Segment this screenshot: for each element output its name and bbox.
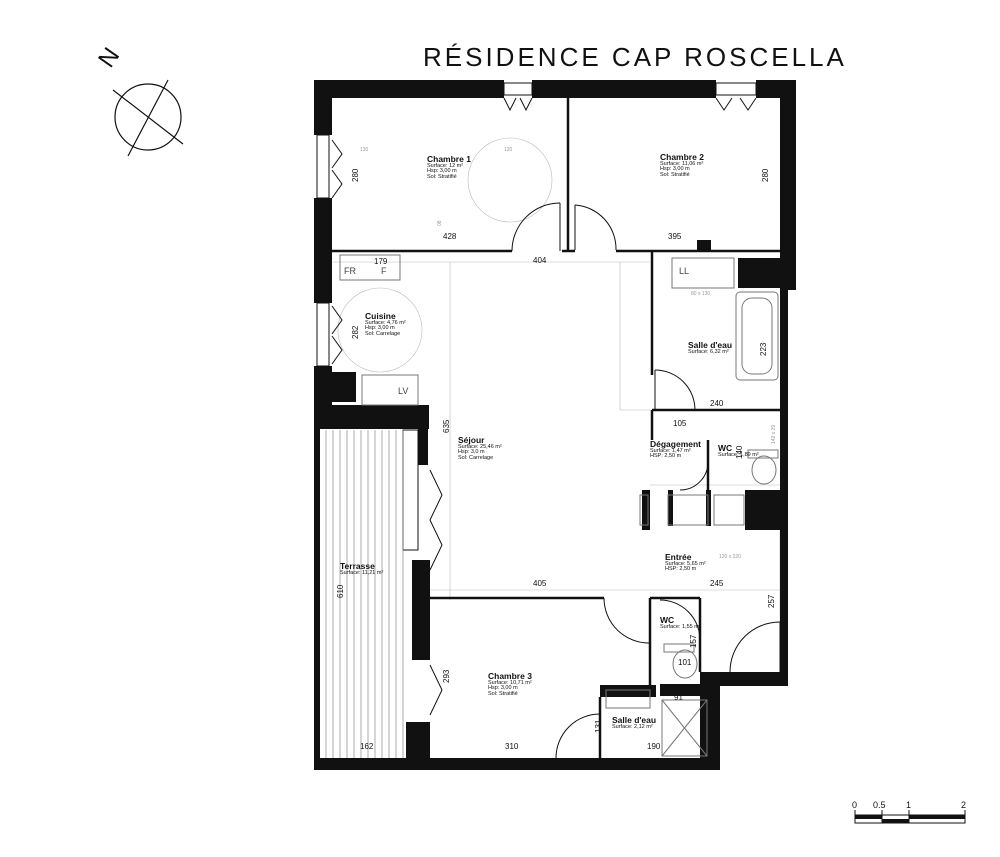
- terrace-decking: [325, 430, 404, 758]
- fixture-size: 142 x 29: [771, 424, 777, 444]
- room-wc1: WC Surface: 1,89 m²: [718, 443, 759, 458]
- room-cuisine: Cuisine Surface: 4,76 m² Hsp: 3,00 m Sol…: [365, 311, 406, 337]
- dimension-label: 404: [533, 256, 547, 265]
- page-title: RÉSIDENCE CAP ROSCELLA: [423, 42, 847, 72]
- electric-panel-label: ELEC: [640, 498, 646, 512]
- dimension-label: 280: [761, 168, 770, 182]
- dimension-label: 310: [505, 742, 519, 751]
- room-wc2: WC Surface: 1,55 m²: [660, 615, 701, 630]
- room-salle-eau: Salle d'eau Surface: 6,32 m²: [688, 340, 733, 355]
- compass-icon: [112, 79, 184, 157]
- dimension-label: 131: [594, 719, 603, 733]
- dimension-label: 635: [442, 419, 451, 433]
- door-swings: [511, 202, 781, 759]
- dimension-label: 157: [689, 634, 698, 648]
- room-entree: Entrée Surface: 5,65 m² HSP: 2,50 m: [665, 552, 706, 572]
- dimension-label: 101: [678, 658, 692, 667]
- fixture-size: 130: [360, 147, 369, 153]
- dimension-label: 140: [735, 445, 744, 459]
- room-sejour: Séjour Surface: 25,46 m² Hsp: 3,0 m Sol:…: [458, 435, 502, 461]
- scale-label: 0: [852, 800, 858, 810]
- dimension-label: 610: [336, 584, 345, 598]
- dimension-label: 282: [351, 325, 360, 339]
- room-chambre1: Chambre 1 Surface: 12 m² Hsp: 3,00 m Sol…: [427, 154, 471, 180]
- room-degagement: Dégagement Surface: 1,47 m² HSP: 2,50 m: [650, 439, 702, 459]
- room-terrasse: Terrasse Surface: 11,21 m²: [340, 561, 384, 576]
- dimension-label: 190: [647, 742, 661, 751]
- dimension-label: 257: [767, 594, 776, 608]
- dimension-label: 91: [674, 693, 683, 702]
- scale-label: 2: [961, 800, 967, 810]
- dimension-label: 293: [442, 669, 451, 683]
- dimension-label: 280: [351, 168, 360, 182]
- dimension-label: 428: [443, 232, 457, 241]
- dimension-label: 179: [374, 257, 388, 266]
- walls: [314, 80, 796, 770]
- dimension-label: 405: [533, 579, 547, 588]
- dimension-label: 105: [673, 419, 687, 428]
- fridge-label: FR: [344, 266, 356, 276]
- dimension-label: 240: [710, 399, 724, 408]
- room-chambre2: Chambre 2 Surface: 11,06 m² Hsp: 3,00 m …: [660, 152, 704, 178]
- dimension-label: 162: [360, 742, 374, 751]
- dimension-label: 223: [759, 342, 768, 356]
- room-salle-eau2: Salle d'eau Surface: 2,12 m²: [612, 715, 657, 730]
- fixture-size: 08: [437, 220, 443, 226]
- fixture-size: 120: [504, 147, 513, 153]
- scale-label: 1: [906, 800, 912, 810]
- washer-label: LL: [679, 266, 690, 276]
- fixture-size: 80 x 130: [691, 291, 711, 297]
- oven-label: F: [381, 266, 387, 276]
- fixtures: [339, 254, 779, 757]
- scale-bar: [854, 810, 966, 824]
- room-chambre3: Chambre 3 Surface: 10,71 m² Hsp: 3,00 m …: [488, 671, 532, 697]
- scale-label: 0.5: [873, 800, 886, 810]
- dimension-label: 395: [668, 232, 682, 241]
- fixture-size: 120 x 220: [719, 554, 741, 560]
- dishwasher-label: LV: [398, 386, 409, 396]
- dimension-label: 245: [710, 579, 724, 588]
